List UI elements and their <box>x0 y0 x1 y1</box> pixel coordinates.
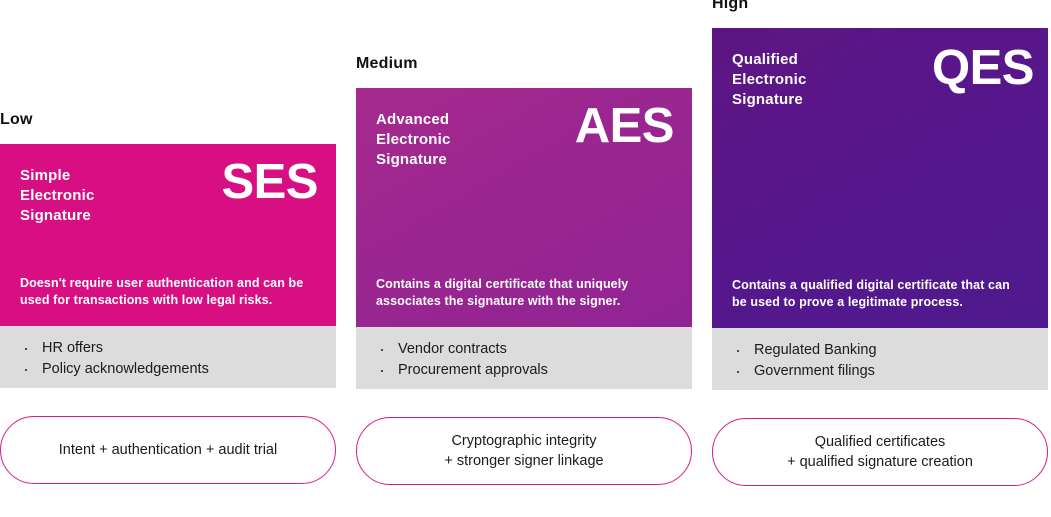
card-title-qes: Qualified Electronic Signature <box>732 51 807 108</box>
card-acronym-aes: AES <box>574 99 675 153</box>
card-acronym-ses: SES <box>221 155 318 209</box>
pill-label-aes: Cryptographic integrity + stronger signe… <box>444 433 604 469</box>
pill-aes: Cryptographic integrity + stronger signe… <box>356 417 692 485</box>
pill-qes: Qualified certificates + qualified signa… <box>712 418 1048 486</box>
column-low: Low Simple Electronic Signature SES Does… <box>0 112 336 484</box>
tier-label-high: High <box>712 0 749 12</box>
pill-label-qes: Qualified certificates + qualified signa… <box>787 434 973 470</box>
card-qes: Qualified Electronic Signature QES Conta… <box>712 28 1048 328</box>
pill-ses: Intent + authentication + audit trial <box>0 416 336 484</box>
list-item: Vendor contracts <box>374 338 674 361</box>
tier-label-low: Low <box>0 111 33 128</box>
card-title-aes: Advanced Electronic Signature <box>376 111 451 168</box>
column-medium: Medium Advanced Electronic Signature AES… <box>356 56 692 485</box>
card-description-aes: Contains a digital certificate that uniq… <box>376 276 629 309</box>
card-aes: Advanced Electronic Signature AES Contai… <box>356 88 692 327</box>
card-ses: Simple Electronic Signature SES Doesn't … <box>0 144 336 326</box>
list-item: HR offers <box>18 337 318 360</box>
list-item: Government filings <box>730 360 1030 383</box>
card-description-qes: Contains a qualified digital certificate… <box>732 277 1010 310</box>
pill-label-ses: Intent + authentication + audit trial <box>58 442 278 458</box>
examples-ses: HR offers Policy acknowledgements <box>0 326 336 388</box>
list-item: Policy acknowledgements <box>18 358 318 381</box>
column-high: High Qualified Electronic Signature QES … <box>712 0 1048 486</box>
examples-qes: Regulated Banking Government filings <box>712 328 1048 390</box>
card-acronym-qes: QES <box>932 41 1034 95</box>
card-description-ses: Doesn't require user authentication and … <box>20 275 304 308</box>
examples-aes: Vendor contracts Procurement approvals <box>356 327 692 389</box>
tier-label-medium: Medium <box>356 55 418 72</box>
list-item: Procurement approvals <box>374 359 674 382</box>
card-title-ses: Simple Electronic Signature <box>20 167 95 224</box>
list-item: Regulated Banking <box>730 339 1030 362</box>
